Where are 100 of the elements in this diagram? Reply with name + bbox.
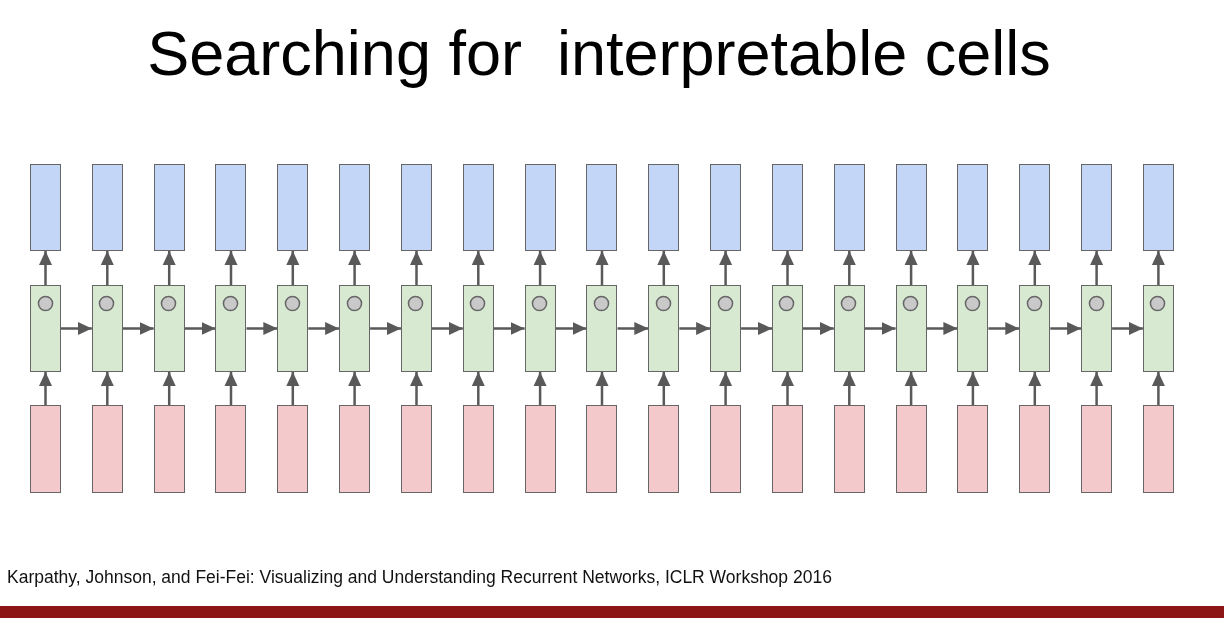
arrow <box>657 251 671 285</box>
arrow <box>533 251 547 285</box>
output-box <box>710 164 742 251</box>
neuron-circle <box>1150 296 1166 311</box>
input-box <box>339 405 371 493</box>
input-box <box>586 405 618 493</box>
arrow <box>679 322 711 335</box>
cell-box <box>895 285 927 372</box>
arrow <box>1151 372 1165 405</box>
arrow <box>1050 322 1082 335</box>
cell-box <box>586 285 618 372</box>
input-box <box>648 405 680 493</box>
arrow <box>533 372 547 405</box>
arrow <box>39 251 52 285</box>
arrow <box>246 322 278 335</box>
cell-box <box>277 285 309 372</box>
neuron-circle <box>593 296 609 311</box>
arrow <box>781 372 794 405</box>
arrow <box>1028 372 1042 405</box>
arrow <box>864 322 896 335</box>
cell-box <box>462 285 494 372</box>
neuron-circle <box>779 296 795 311</box>
arrow <box>657 372 671 405</box>
output-box <box>462 164 494 251</box>
arrow <box>286 251 300 285</box>
cell-box <box>957 285 989 372</box>
cell-box <box>833 285 865 372</box>
arrow <box>1151 251 1165 285</box>
arrow <box>100 251 114 285</box>
neuron-circle <box>1088 296 1104 311</box>
arrow <box>617 322 649 335</box>
arrow <box>595 251 609 285</box>
arrow <box>966 372 980 405</box>
output-box <box>648 164 680 251</box>
neuron-circle <box>903 296 919 311</box>
arrow <box>162 372 176 405</box>
neuron-circle <box>284 296 300 311</box>
neuron-circle <box>717 296 733 311</box>
cell-box <box>339 285 371 372</box>
arrow <box>61 322 92 335</box>
arrow <box>1112 322 1143 335</box>
output-box <box>400 164 432 251</box>
arrow <box>803 322 834 335</box>
input-box <box>1019 405 1051 493</box>
arrow <box>966 251 980 285</box>
arrow <box>370 322 401 335</box>
arrow <box>184 322 216 335</box>
arrow <box>493 322 525 335</box>
arrow <box>410 251 423 285</box>
input-box <box>895 405 927 493</box>
input-box <box>462 405 494 493</box>
cell-box <box>1142 285 1174 372</box>
arrow <box>988 322 1020 335</box>
input-box <box>277 405 309 493</box>
input-box <box>710 405 742 493</box>
arrow <box>842 251 856 285</box>
arrow <box>719 372 733 405</box>
cell-box <box>30 285 61 372</box>
cell-box <box>1019 285 1051 372</box>
cell-box <box>524 285 556 372</box>
arrow <box>719 251 733 285</box>
input-box <box>215 405 247 493</box>
neuron-circle <box>532 296 548 311</box>
arrow <box>122 322 154 335</box>
arrow <box>471 372 485 405</box>
output-box <box>833 164 865 251</box>
neuron-circle <box>346 296 362 311</box>
neuron-circle <box>655 296 671 311</box>
output-box <box>1142 164 1174 251</box>
input-box <box>1081 405 1113 493</box>
input-box <box>400 405 432 493</box>
input-box <box>153 405 185 493</box>
cell-box <box>648 285 680 372</box>
output-box <box>30 164 61 251</box>
arrow <box>781 251 794 285</box>
output-box <box>215 164 247 251</box>
arrow <box>842 372 856 405</box>
cell-box <box>215 285 247 372</box>
neuron-circle <box>964 296 980 311</box>
neuron-circle <box>161 296 177 311</box>
output-box <box>895 164 927 251</box>
output-box <box>339 164 371 251</box>
input-box <box>957 405 989 493</box>
arrow <box>348 372 362 405</box>
output-box <box>153 164 185 251</box>
arrow <box>904 372 918 405</box>
arrow <box>471 251 485 285</box>
arrow <box>162 251 176 285</box>
arrow <box>555 322 587 335</box>
input-box <box>30 405 61 493</box>
output-box <box>524 164 556 251</box>
arrow <box>100 372 114 405</box>
neuron-circle <box>470 296 486 311</box>
neuron-circle <box>99 296 115 311</box>
neuron-circle <box>841 296 857 311</box>
arrow <box>1028 251 1042 285</box>
arrow <box>741 322 772 335</box>
arrow <box>410 372 423 405</box>
output-box <box>771 164 803 251</box>
arrow <box>1090 372 1104 405</box>
